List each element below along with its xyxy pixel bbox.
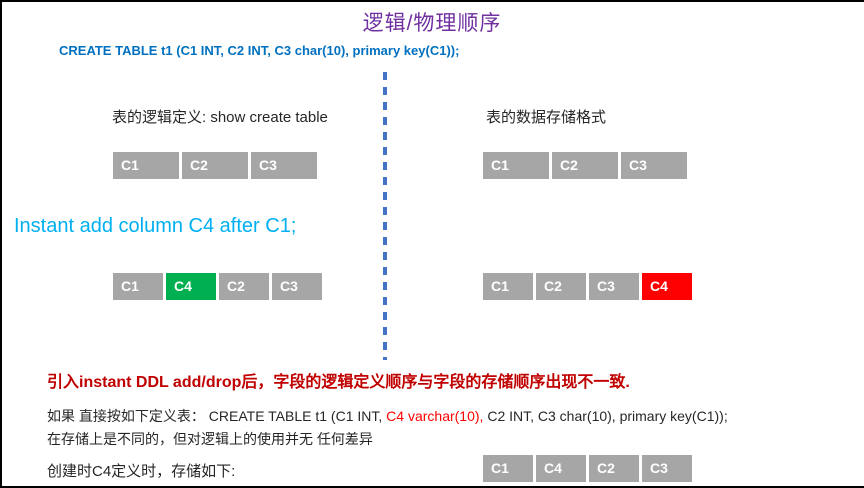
table-cell-c2: C2 bbox=[219, 273, 269, 300]
table-cell-c2: C2 bbox=[589, 455, 639, 482]
table-cell-c4: C4 bbox=[536, 455, 586, 482]
note-line1: 如果 直接按如下定义表： CREATE TABLE t1 (C1 INT, C4… bbox=[47, 406, 728, 426]
table-cell-c2: C2 bbox=[182, 152, 248, 179]
table-cell-c3: C3 bbox=[642, 455, 692, 482]
table-cell-c3: C3 bbox=[589, 273, 639, 300]
note-line1-suffix: C2 INT, C3 char(10), primary key(C1)); bbox=[483, 408, 728, 424]
table-cell-c2: C2 bbox=[536, 273, 586, 300]
page-title: 逻辑/物理顺序 bbox=[362, 12, 502, 35]
table-cell-c1: C1 bbox=[483, 273, 533, 300]
bottom-note: 创建时C4定义时，存储如下: bbox=[47, 463, 236, 480]
table-cell-c2: C2 bbox=[552, 152, 618, 179]
table-cell-c1: C1 bbox=[483, 152, 549, 179]
table-cell-c1: C1 bbox=[483, 455, 533, 482]
storage-format-label: 表的数据存储格式 bbox=[486, 109, 607, 126]
table-cell-c4: C4 bbox=[642, 273, 692, 300]
table-cell-c4: C4 bbox=[166, 273, 216, 300]
instant-add-column-sql: Instant add column C4 after C1; bbox=[14, 215, 297, 237]
table-cell-c3: C3 bbox=[272, 273, 322, 300]
table-cell-c1: C1 bbox=[113, 152, 179, 179]
create-table-sql: CREATE TABLE t1 (C1 INT, C2 INT, C3 char… bbox=[59, 43, 460, 58]
table-cell-c3: C3 bbox=[621, 152, 687, 179]
logical-definition-label: 表的逻辑定义: show create table bbox=[112, 109, 328, 126]
dashed-divider bbox=[383, 72, 387, 360]
table-cell-c3: C3 bbox=[251, 152, 317, 179]
table-cell-c1: C1 bbox=[113, 273, 163, 300]
note-line1-prefix: 如果 直接按如下定义表： CREATE TABLE t1 (C1 INT, bbox=[47, 408, 387, 424]
note-line1-highlight: C4 varchar(10), bbox=[386, 408, 484, 424]
conclusion-text: 引入instant DDL add/drop后，字段的逻辑定义顺序与字段的存储顺… bbox=[47, 374, 630, 391]
note-line2: 在存储上是不同的，但对逻辑上的使用并无 任何差异 bbox=[47, 431, 373, 447]
